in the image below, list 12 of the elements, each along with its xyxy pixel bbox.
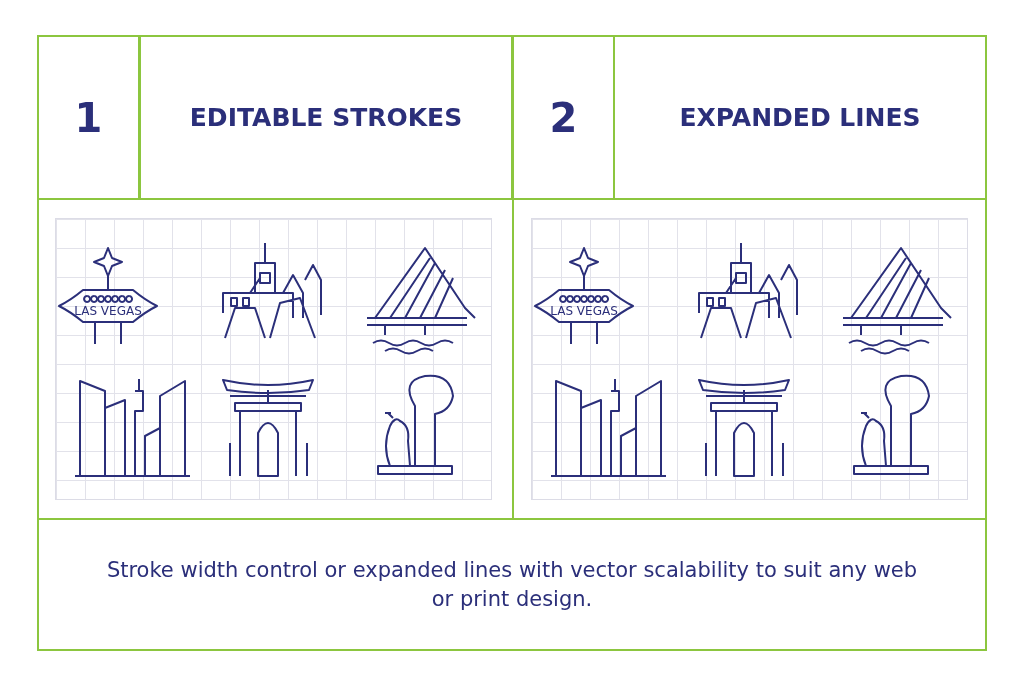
number-label: 2 [549, 94, 578, 141]
sign-text: LAS VEGAS [550, 304, 618, 318]
heading-label: EXPANDED LINES [679, 103, 921, 132]
caption-text: Stroke width control or expanded lines with vector scalability to suit any web or print design. [105, 556, 919, 613]
table-cell [139, 35, 513, 200]
table-cell [613, 35, 987, 200]
table-cell [37, 35, 140, 200]
table-cell [37, 518, 987, 651]
number-label: 1 [74, 94, 103, 141]
heading-label: EDITABLE STROKES [189, 103, 463, 132]
sign-text: LAS VEGAS [74, 304, 142, 318]
table-cell [512, 35, 615, 200]
